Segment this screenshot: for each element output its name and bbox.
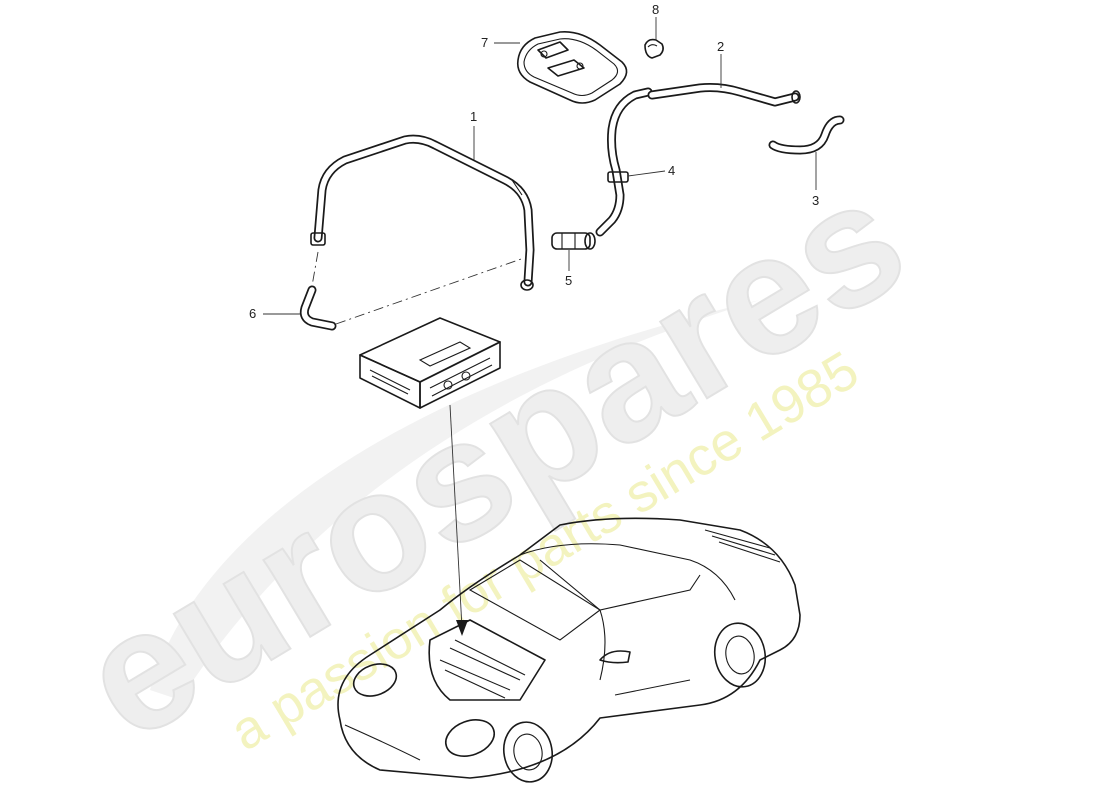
callout-8[interactable]: 8 [652, 2, 659, 17]
car-illustration [337, 517, 801, 783]
part-3-hose[interactable] [768, 115, 845, 155]
part-2-hose[interactable] [647, 83, 801, 107]
part-7-cover[interactable] [516, 30, 628, 104]
callout-3[interactable]: 3 [812, 193, 819, 208]
callout-1[interactable]: 1 [470, 109, 477, 124]
callout-2[interactable]: 2 [717, 39, 724, 54]
callout-6[interactable]: 6 [249, 306, 256, 321]
callout-7[interactable]: 7 [481, 35, 488, 50]
part-8-clip[interactable] [644, 38, 664, 59]
part-6-hose[interactable] [299, 251, 525, 331]
part-5-connector[interactable] [551, 232, 596, 250]
watermark-brand: eurospares [51, 142, 935, 777]
part-4-hose[interactable] [595, 87, 653, 237]
arrow-head [456, 620, 468, 636]
callout-numbers: 1 2 3 4 5 6 7 8 [249, 2, 819, 321]
callout-5[interactable]: 5 [565, 273, 572, 288]
control-unit[interactable] [359, 317, 501, 636]
callout-leaders [263, 17, 817, 315]
watermark: eurospares a passion for parts since 198… [50, 141, 936, 778]
callout-4[interactable]: 4 [668, 163, 675, 178]
part-1-hose[interactable] [310, 134, 535, 291]
